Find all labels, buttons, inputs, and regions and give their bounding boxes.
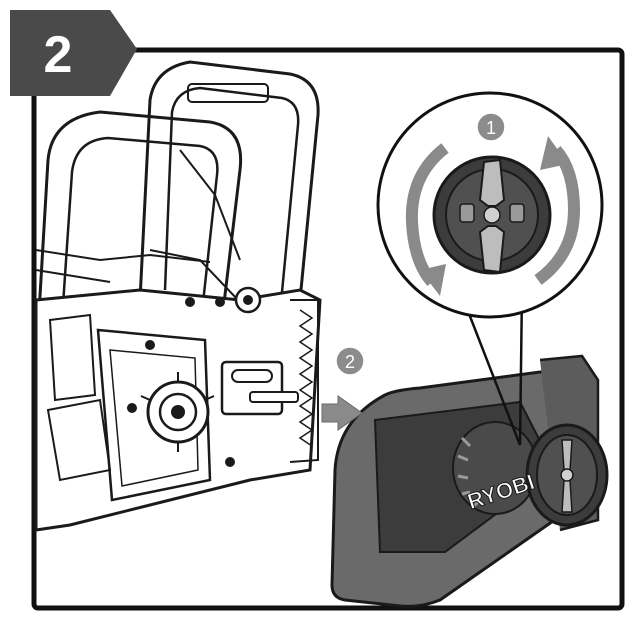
detail-callout: [376, 91, 604, 446]
step-number-tab: [10, 10, 137, 96]
chainsaw-front-handle: [36, 110, 243, 331]
rotate-arrow-icon: [405, 143, 449, 287]
direction-arrow-icon: [321, 395, 363, 431]
chain-cover: [330, 354, 609, 608]
callout-marker-2: [335, 346, 365, 376]
callout-marker-1: [476, 112, 506, 142]
callout-label-1: 1: [486, 118, 496, 138]
callout-label-2: 2: [345, 352, 355, 372]
step-number: 2: [44, 26, 73, 84]
chainsaw-group: [34, 60, 322, 532]
chainsaw-rear-handle: [138, 60, 320, 301]
rotate-arrow-icon: [534, 145, 581, 285]
